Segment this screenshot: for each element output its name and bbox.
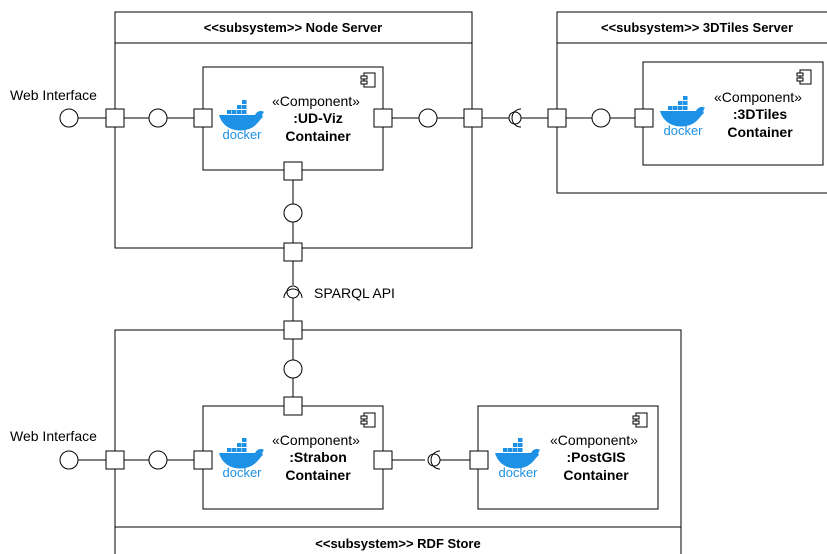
component-stereotype: «Component»: [272, 93, 360, 109]
required-interface-tiles-socket[interactable]: [511, 108, 522, 128]
component-name-line2: Container: [285, 128, 351, 144]
component-name-line2: Container: [727, 124, 793, 140]
port-3dtiles-west[interactable]: [634, 108, 654, 128]
port-strabon-north[interactable]: [283, 396, 303, 416]
component-strabon[interactable]: docker «Component» :Strabon Container: [202, 405, 384, 510]
port-node-server-west[interactable]: [105, 108, 125, 128]
web-interface-label-top: Web Interface: [10, 87, 97, 103]
web-interface-label-bottom: Web Interface: [10, 428, 97, 444]
port-3dtiles-server-west[interactable]: [547, 108, 567, 128]
component-name-line2: Container: [285, 467, 351, 483]
subsystem-title-3dtiles-server: <<subsystem>> 3DTiles Server: [601, 20, 793, 35]
port-udviz-east[interactable]: [373, 108, 393, 128]
component-name: :UD-Viz: [293, 110, 343, 126]
component-postgis[interactable]: docker «Component» :PostGIS Container: [477, 405, 659, 510]
port-postgis-west[interactable]: [469, 450, 489, 470]
component-name-line2: Container: [563, 467, 629, 483]
connector-lines: [78, 117, 635, 461]
port-node-server-south[interactable]: [283, 242, 303, 262]
provided-interface-udviz-south[interactable]: [283, 203, 303, 223]
docker-logo-text: docker: [663, 123, 703, 138]
component-name: :3DTiles: [733, 106, 787, 122]
provided-interface-3dtiles[interactable]: [591, 108, 611, 128]
provided-interface-strabon-north[interactable]: [283, 359, 303, 379]
component-3dtiles[interactable]: docker «Component» :3DTiles Container: [642, 61, 824, 166]
port-strabon-east[interactable]: [373, 450, 393, 470]
sparql-api-label: SPARQL API: [314, 285, 395, 301]
subsystem-title-node-server: <<subsystem>> Node Server: [204, 20, 383, 35]
provided-interface-strabon-web[interactable]: [148, 450, 168, 470]
port-rdf-store-north[interactable]: [283, 320, 303, 340]
port-rdf-store-west[interactable]: [105, 450, 125, 470]
provided-interface-sparql-ball[interactable]: [286, 285, 300, 299]
required-interface-postgis-socket[interactable]: [430, 450, 441, 470]
component-udviz[interactable]: docker «Component» :UD-Viz Container: [202, 66, 384, 171]
docker-logo-text: docker: [222, 465, 262, 480]
required-interface-sparql-socket[interactable]: [283, 288, 303, 299]
docker-logo-text: docker: [222, 127, 262, 142]
provided-interface-web-bottom[interactable]: [59, 450, 79, 470]
port-node-server-east[interactable]: [463, 108, 483, 128]
port-udviz-south[interactable]: [283, 161, 303, 181]
component-stereotype: «Component»: [714, 89, 802, 105]
docker-logo-text: docker: [498, 465, 538, 480]
provided-interface-postgis-ball[interactable]: [427, 453, 441, 467]
provided-interface-web-top[interactable]: [59, 108, 79, 128]
component-name: :Strabon: [289, 449, 347, 465]
port-udviz-west[interactable]: [193, 108, 213, 128]
provided-interface-udviz-web[interactable]: [148, 108, 168, 128]
component-stereotype: «Component»: [550, 432, 638, 448]
port-strabon-west[interactable]: [193, 450, 213, 470]
provided-interface-tiles-ball[interactable]: [508, 111, 522, 125]
provided-interface-udviz-east[interactable]: [418, 108, 438, 128]
component-stereotype: «Component»: [272, 432, 360, 448]
component-name: :PostGIS: [566, 449, 625, 465]
subsystem-title-rdf-store: <<subsystem>> RDF Store: [315, 536, 480, 551]
